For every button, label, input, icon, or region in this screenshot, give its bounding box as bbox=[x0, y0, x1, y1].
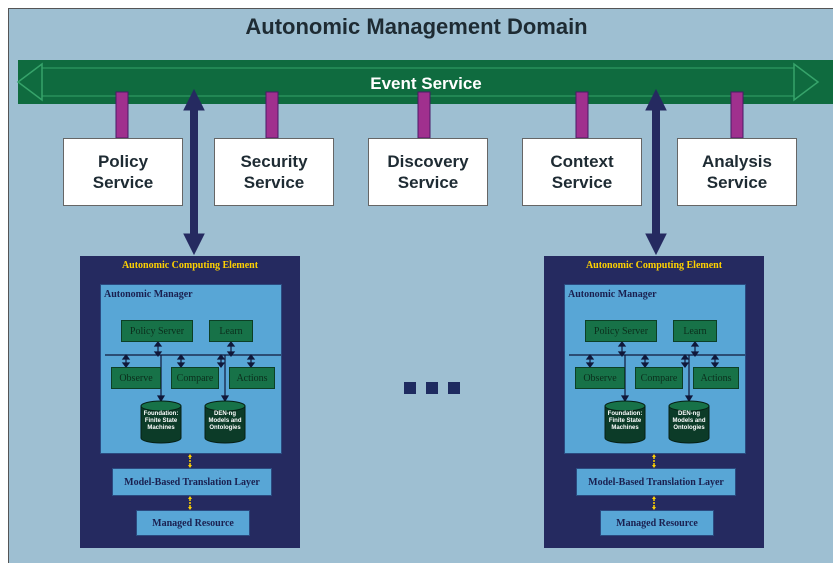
ellipsis-dot bbox=[448, 382, 460, 394]
left-arrow-down bbox=[183, 233, 205, 256]
right-arrow-down bbox=[645, 233, 667, 256]
foundation-datastore: Foundation: Finite State Machines bbox=[140, 400, 182, 444]
actions-module: Actions bbox=[229, 367, 275, 389]
managed-resource: Managed Resource bbox=[136, 510, 250, 536]
policy-connector bbox=[115, 91, 129, 139]
manager-to-layer-link bbox=[188, 454, 192, 468]
layer-to-resource-link bbox=[652, 496, 656, 510]
autonomic-manager-title: Autonomic Manager bbox=[568, 289, 657, 300]
discovery-connector bbox=[417, 91, 431, 139]
manager-wiring bbox=[105, 341, 281, 403]
foundation-label: Foundation: Finite State Machines bbox=[607, 411, 643, 431]
foundation-label: Foundation: Finite State Machines bbox=[143, 411, 179, 431]
den-ng-label: DEN-ng Models and Ontologies bbox=[208, 411, 242, 431]
ellipsis-dot bbox=[426, 382, 438, 394]
manager-wiring bbox=[569, 341, 745, 403]
right-arrow-up bbox=[645, 88, 667, 111]
autonomic-computing-element-right: Autonomic Computing Element Autonomic Ma… bbox=[544, 256, 764, 548]
ace-title: Autonomic Computing Element bbox=[121, 260, 259, 271]
learn-module: Learn bbox=[209, 320, 253, 342]
compare-module: Compare bbox=[635, 367, 683, 389]
autonomic-computing-element-left: Autonomic Computing Element Autonomic Ma… bbox=[80, 256, 300, 548]
policy-server-module: Policy Server bbox=[585, 320, 657, 342]
discovery-service-box: Discovery Service bbox=[368, 138, 488, 206]
policy-service-box: Policy Service bbox=[63, 138, 183, 206]
event-service-label: Event Service bbox=[370, 74, 482, 93]
managed-resource: Managed Resource bbox=[600, 510, 714, 536]
analysis-service-box: Analysis Service bbox=[677, 138, 797, 206]
manager-to-layer-link bbox=[652, 454, 656, 468]
security-connector bbox=[265, 91, 279, 139]
autonomic-manager: Autonomic Manager Policy Server Learn Ob… bbox=[564, 284, 746, 454]
learn-module: Learn bbox=[673, 320, 717, 342]
more-elements-ellipsis bbox=[404, 382, 460, 394]
den-ng-datastore: DEN-ng Models and Ontologies bbox=[204, 400, 246, 444]
security-service-box: Security Service bbox=[214, 138, 334, 206]
ace-title: Autonomic Computing Element bbox=[585, 260, 723, 271]
actions-module: Actions bbox=[693, 367, 739, 389]
den-ng-datastore: DEN-ng Models and Ontologies bbox=[668, 400, 710, 444]
observe-module: Observe bbox=[111, 367, 161, 389]
bus-right-arrowhead bbox=[793, 62, 820, 102]
bus-left-arrowhead bbox=[16, 62, 43, 102]
den-ng-label: DEN-ng Models and Ontologies bbox=[672, 411, 706, 431]
translation-layer: Model-Based Translation Layer bbox=[576, 468, 736, 496]
observe-module: Observe bbox=[575, 367, 625, 389]
translation-layer: Model-Based Translation Layer bbox=[112, 468, 272, 496]
ellipsis-dot bbox=[404, 382, 416, 394]
autonomic-manager-title: Autonomic Manager bbox=[104, 289, 193, 300]
context-service-box: Context Service bbox=[522, 138, 642, 206]
left-arrow-up bbox=[183, 88, 205, 111]
foundation-datastore: Foundation: Finite State Machines bbox=[604, 400, 646, 444]
domain-title: Autonomic Management Domain bbox=[245, 14, 588, 39]
autonomic-manager: Autonomic Manager Policy Server Learn Ob… bbox=[100, 284, 282, 454]
policy-server-module: Policy Server bbox=[121, 320, 193, 342]
analysis-connector bbox=[730, 91, 744, 139]
compare-module: Compare bbox=[171, 367, 219, 389]
layer-to-resource-link bbox=[188, 496, 192, 510]
context-connector bbox=[575, 91, 589, 139]
